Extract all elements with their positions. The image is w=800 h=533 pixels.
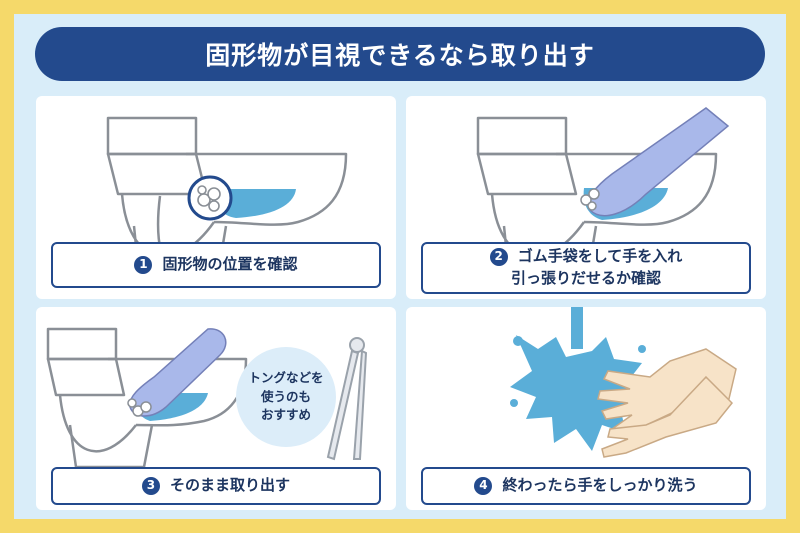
step-caption-2: 2 ゴム手袋をして手を入れ 引っ張りだせるか確認 bbox=[421, 242, 751, 294]
washing-hands-illustration-icon bbox=[510, 307, 737, 458]
step-card-2: 2 ゴム手袋をして手を入れ 引っ張りだせるか確認 bbox=[406, 96, 766, 299]
content-area: 固形物が目視できるなら取り出す 1 bbox=[14, 14, 786, 519]
step-number-badge: 4 bbox=[474, 477, 493, 495]
step-card-4: 4 終わったら手をしっかり洗う bbox=[406, 307, 766, 510]
step-card-1: 1 固形物の位置を確認 bbox=[36, 96, 396, 299]
step-text: 固形物の位置を確認 bbox=[162, 255, 298, 274]
tip-line2: 使うのも bbox=[260, 388, 311, 404]
step-number-badge: 3 bbox=[141, 477, 160, 495]
tongs-icon bbox=[326, 337, 368, 461]
step-caption-3: 3 そのまま取り出す bbox=[51, 467, 381, 505]
step-text: 終わったら手をしっかり洗う bbox=[502, 476, 698, 495]
step-card-3: トングなどを 使うのも おすすめ 3 そのまま取り出す bbox=[36, 307, 396, 510]
tip-bubble: トングなどを 使うのも おすすめ bbox=[236, 347, 336, 447]
remove-object-illustration-icon bbox=[46, 327, 368, 469]
tip-line3: おすすめ bbox=[260, 407, 311, 423]
step-number-badge: 2 bbox=[489, 248, 508, 267]
step-text-line1: ゴム手袋をして手を入れ bbox=[517, 247, 683, 266]
step-text-line2: 引っ張りだせるか確認 bbox=[510, 269, 661, 287]
step-caption-4: 4 終わったら手をしっかり洗う bbox=[421, 467, 751, 505]
water bbox=[216, 189, 296, 218]
step-text: そのまま取り出す bbox=[169, 476, 290, 495]
tip-line1: トングなどを bbox=[248, 369, 324, 385]
step-caption-1: 1 固形物の位置を確認 bbox=[51, 242, 381, 288]
gloved-hand-illustration-icon bbox=[476, 107, 730, 288]
step-number-badge: 1 bbox=[134, 256, 153, 274]
page-title: 固形物が目視できるなら取り出す bbox=[35, 27, 765, 81]
